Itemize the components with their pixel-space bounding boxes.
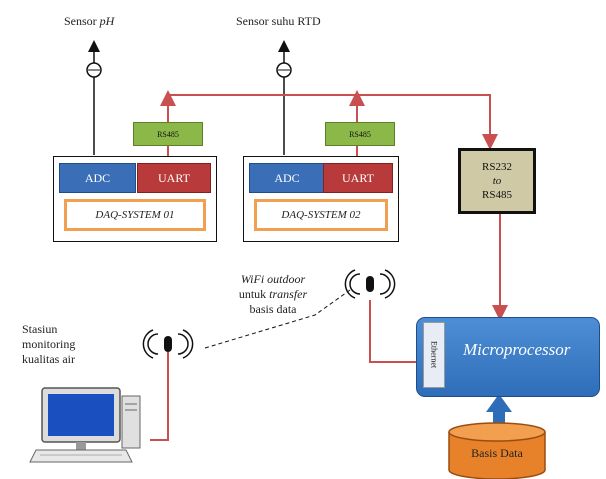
ethernet-port: Ethernet [423, 322, 445, 388]
wifi-line3: basis data [249, 302, 297, 316]
daq-system-02: ADC UART DAQ-SYSTEM 02 [243, 156, 399, 242]
rs485-box-1: RS485 [133, 122, 203, 146]
rs232-line1: RS232 [482, 161, 512, 173]
wifi-line2-italic: transfer [269, 287, 308, 301]
antenna-to-ethernet [369, 300, 420, 363]
wifi-link [204, 289, 351, 349]
daq1-name: DAQ-SYSTEM 01 [64, 199, 206, 231]
antenna-to-computer [150, 352, 169, 441]
daq1-adc: ADC [59, 163, 136, 193]
rs485-bus [168, 94, 498, 150]
rs232-to-rs485-converter: RS232 to RS485 [458, 148, 536, 214]
daq1-uart: UART [137, 163, 211, 193]
antenna-icon-right [344, 269, 396, 299]
station-line3: kualitas air [22, 352, 75, 366]
wifi-line2-pre: untuk [238, 287, 270, 301]
antenna-icon-left [142, 329, 194, 359]
rs232-line3: RS485 [482, 189, 512, 201]
station-line1: Stasiun [22, 322, 58, 336]
database-cylinder [448, 422, 546, 479]
microprocessor-label: Microprocessor [463, 340, 571, 359]
database-label: Basis Data [471, 446, 523, 460]
daq2-adc: ADC [249, 163, 325, 193]
daq2-name: DAQ-SYSTEM 02 [254, 199, 388, 231]
wifi-line1: WiFi outdoor [240, 272, 306, 286]
wifi-label: WiFi outdoor untuk transfer basis data [218, 272, 328, 317]
station-line2: monitoring [22, 337, 76, 351]
station-label: Stasiun monitoring kualitas air [22, 322, 75, 367]
computer-icon [29, 387, 141, 463]
ph-sensor-label: Sensor pH [64, 14, 115, 28]
daq2-uart: UART [323, 163, 393, 193]
microprocessor: Ethernet Microprocessor [416, 317, 600, 397]
daq-system-01: ADC UART DAQ-SYSTEM 01 [53, 156, 217, 242]
rs232-line2: to [492, 175, 502, 187]
rs485-box-2: RS485 [325, 122, 395, 146]
rtd-sensor-label: Sensor suhu RTD [236, 14, 321, 28]
